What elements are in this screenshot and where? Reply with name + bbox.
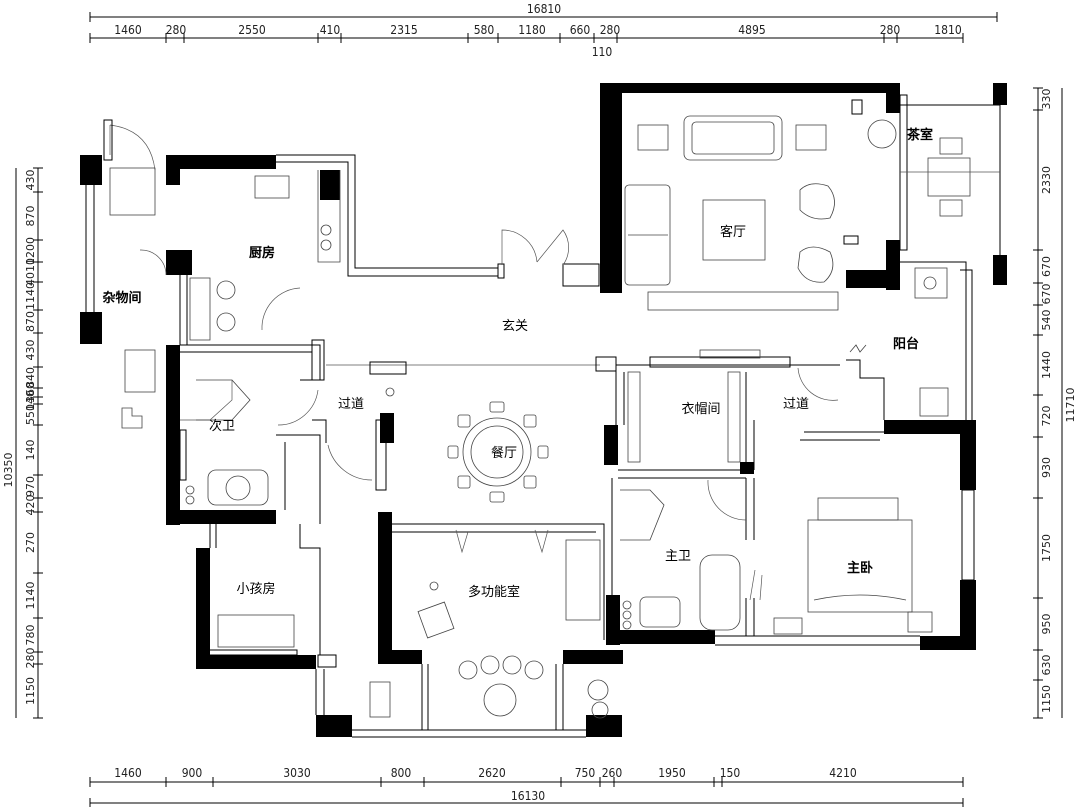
room-cloakroom: 衣帽间 xyxy=(681,401,720,417)
left-dimension: 10350 4308701200401011408704308403601405… xyxy=(2,167,43,719)
right-dim-3: 670 xyxy=(1040,256,1053,277)
left-dim-13: 970 xyxy=(24,476,37,497)
top-dim-6: 580 xyxy=(474,23,495,37)
left-dim-18: 280 xyxy=(24,648,37,669)
left-dim-16: 1140 xyxy=(24,582,37,610)
left-dim-9: 360 xyxy=(24,382,37,403)
furniture xyxy=(109,115,1000,719)
room-master-bed: 主卧 xyxy=(847,560,873,576)
top-dimension: 16810 1460 280 2550 410 2315 580 1180 66… xyxy=(89,2,998,59)
left-dim-10: 140 xyxy=(24,390,37,411)
right-dim-9: 1750 xyxy=(1040,534,1053,562)
bottom-dim-7: 260 xyxy=(602,766,623,780)
bottom-dim-4: 800 xyxy=(391,766,412,780)
top-dim-11: 4895 xyxy=(738,23,765,37)
right-dim-6: 1440 xyxy=(1040,351,1053,379)
bottom-dim-9: 150 xyxy=(720,766,741,780)
left-dim-4: 4010 xyxy=(24,258,37,286)
room-storage: 杂物间 xyxy=(102,290,141,306)
right-dim-12: 1150 xyxy=(1040,685,1053,713)
room-foyer: 玄关 xyxy=(502,319,528,334)
right-dim-5: 540 xyxy=(1040,310,1053,331)
right-dim-10: 950 xyxy=(1040,614,1053,635)
room-second-bath: 次卫 xyxy=(209,418,235,434)
room-labels: 客厅 茶室 厨房 杂物间 玄关 阳台 过道 过道 餐厅 衣帽间 次卫 小孩房 多… xyxy=(102,127,933,600)
right-dim-4: 670 xyxy=(1040,284,1053,305)
bottom-dim-6: 750 xyxy=(575,766,596,780)
top-dim-12: 280 xyxy=(880,23,901,37)
top-dim-3: 2550 xyxy=(238,23,266,37)
left-dim-7: 430 xyxy=(24,340,37,361)
top-dim-9: 280 xyxy=(600,23,621,37)
bottom-dim-5: 2620 xyxy=(478,766,506,780)
partitions xyxy=(85,94,1001,738)
top-dim-7: 1180 xyxy=(518,23,546,37)
room-kitchen: 厨房 xyxy=(249,245,275,261)
top-dim-10: 110 xyxy=(592,45,613,59)
left-dim-11: 550 xyxy=(24,404,37,425)
bottom-total-dim: 16130 xyxy=(511,789,545,803)
right-dim-8: 930 xyxy=(1040,457,1053,478)
right-total-dim: 11710 xyxy=(1064,388,1077,423)
left-dim-1: 430 xyxy=(24,170,37,191)
left-dim-6: 870 xyxy=(24,311,37,332)
left-dim-17: 780 xyxy=(24,625,37,646)
top-dim-13: 1810 xyxy=(934,23,962,37)
left-dim-8: 840 xyxy=(24,367,37,388)
right-dim-11: 630 xyxy=(1040,655,1053,676)
room-master-bath: 主卫 xyxy=(665,549,691,564)
right-dimension: 11710 330 2330 670 670 540 1440 720 930 1750 950 6… xyxy=(1033,87,1077,719)
bottom-dimension: 1460 900 3030 800 2620 750 260 1950 150 … xyxy=(89,766,964,807)
room-multi: 多功能室 xyxy=(468,584,520,600)
top-dim-5: 2315 xyxy=(390,23,417,37)
room-kids: 小孩房 xyxy=(236,581,275,597)
room-balcony: 阳台 xyxy=(893,336,919,352)
top-dim-2: 280 xyxy=(166,23,187,37)
room-dining: 餐厅 xyxy=(491,445,517,461)
left-dim-14: 420 xyxy=(24,495,37,516)
left-dim-3: 1200 xyxy=(24,237,37,265)
left-dim-12: 140 xyxy=(24,440,37,461)
room-tea: 茶室 xyxy=(907,127,933,143)
right-dim-7: 720 xyxy=(1040,406,1053,427)
bottom-dim-10: 4210 xyxy=(829,766,857,780)
right-dim-1: 330 xyxy=(1040,89,1053,110)
left-dim-19: 1150 xyxy=(24,677,37,705)
right-dim-2: 2330 xyxy=(1040,166,1053,194)
top-dim-8: 660 xyxy=(570,23,591,37)
room-corridor-left: 过道 xyxy=(338,397,364,412)
bottom-dim-2: 900 xyxy=(182,766,203,780)
left-dim-15: 270 xyxy=(24,532,37,553)
left-dim-5: 1140 xyxy=(24,282,37,310)
top-total-dim: 16810 xyxy=(527,2,561,16)
left-total-dim: 10350 xyxy=(2,453,15,488)
top-dim-4: 410 xyxy=(320,23,341,37)
left-dim-2: 870 xyxy=(24,206,37,227)
top-dim-1: 1460 xyxy=(114,23,142,37)
room-corridor-right: 过道 xyxy=(783,397,809,412)
walls xyxy=(80,83,1007,737)
bottom-dim-1: 1460 xyxy=(114,766,142,780)
bottom-dim-8: 1950 xyxy=(658,766,686,780)
bottom-dim-3: 3030 xyxy=(283,766,311,780)
doors xyxy=(103,119,839,601)
room-living: 客厅 xyxy=(720,224,746,240)
